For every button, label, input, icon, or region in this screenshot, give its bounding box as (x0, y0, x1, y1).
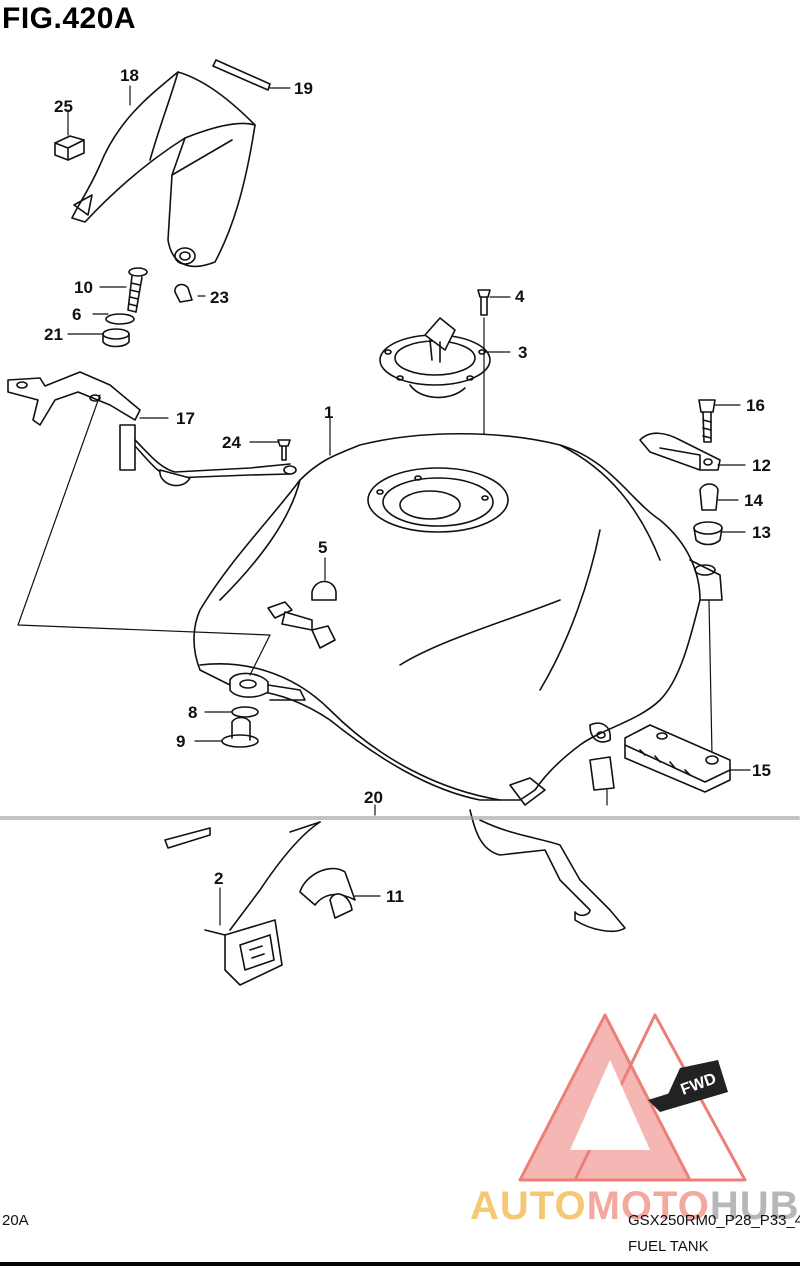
callout-5: 5 (318, 538, 327, 557)
callout-12: 12 (752, 456, 771, 475)
part-21-grommet (102, 328, 130, 348)
watermark-part-c: HUB (709, 1184, 800, 1228)
callout-9: 9 (176, 732, 185, 751)
callout-2: 2 (214, 869, 223, 888)
callout-3: 3 (518, 343, 527, 362)
part-2-fuel-level-gauge (204, 821, 321, 986)
part-25-pad (54, 135, 85, 161)
watermark-part-b: MOTO (586, 1184, 710, 1228)
part-3-fuel-cap (379, 317, 491, 399)
callout-8: 8 (188, 703, 197, 722)
callout-leaders (67, 85, 751, 926)
callout-13: 13 (752, 523, 771, 542)
part-24-screw (277, 439, 291, 461)
part-18-tank-cover (71, 71, 256, 268)
part-4-screw (477, 289, 491, 316)
part-11-clamp-lower (329, 893, 353, 919)
callout-23: 23 (210, 288, 229, 307)
callout-16: 16 (746, 396, 765, 415)
callout-21: 21 (44, 325, 63, 344)
part-14-collar (699, 483, 719, 511)
part-19-strip (212, 59, 271, 91)
watermark-text: AUTOMOTOHUB (470, 1184, 800, 1229)
leader-line (17, 394, 271, 676)
footer-model-code: GSX250RM0_P28_P33_4 (628, 1212, 800, 1229)
part-6-washer (105, 313, 135, 325)
part-10-bolt (127, 267, 148, 313)
part-23-clip (174, 283, 193, 303)
part-11-clamp (299, 867, 356, 906)
callout-6: 6 (72, 305, 81, 324)
callout-14: 14 (744, 491, 763, 510)
part-20-hose (164, 809, 626, 932)
part-8-washer (231, 706, 259, 718)
part-17-bracket (7, 371, 297, 487)
damper-pads (267, 601, 336, 649)
part-15-rubber-rail (624, 724, 731, 793)
callout-11: 11 (386, 887, 404, 906)
bottom-rule (0, 1262, 800, 1266)
callout-20: 20 (364, 788, 383, 807)
part-1-fuel-tank (193, 433, 723, 806)
callout-24: 24 (222, 433, 241, 452)
callout-4: 4 (515, 287, 525, 306)
footer-figure-name: FUEL TANK (628, 1238, 709, 1255)
footer-page-ref: 20A (2, 1212, 29, 1229)
watermark-logo (518, 1013, 747, 1182)
part-13-cushion (693, 521, 723, 546)
part-9-collar (221, 716, 259, 748)
part-16-bolt (698, 399, 716, 443)
callout-18: 18 (120, 66, 139, 85)
figure-title: FIG.420A (2, 2, 137, 35)
callout-10: 10 (74, 278, 93, 297)
part-12-plate (639, 432, 721, 471)
fwd-arrow-icon: FWD (648, 1060, 728, 1112)
leader-line (708, 599, 713, 756)
callout-19: 19 (294, 79, 313, 98)
callout-25: 25 (54, 97, 73, 116)
callout-1: 1 (324, 403, 333, 422)
callout-17: 17 (176, 409, 195, 428)
callout-15: 15 (752, 761, 771, 780)
watermark-part-a: AUTO (470, 1184, 587, 1228)
part-5-cushion (311, 580, 337, 601)
label-sticker (589, 756, 615, 791)
